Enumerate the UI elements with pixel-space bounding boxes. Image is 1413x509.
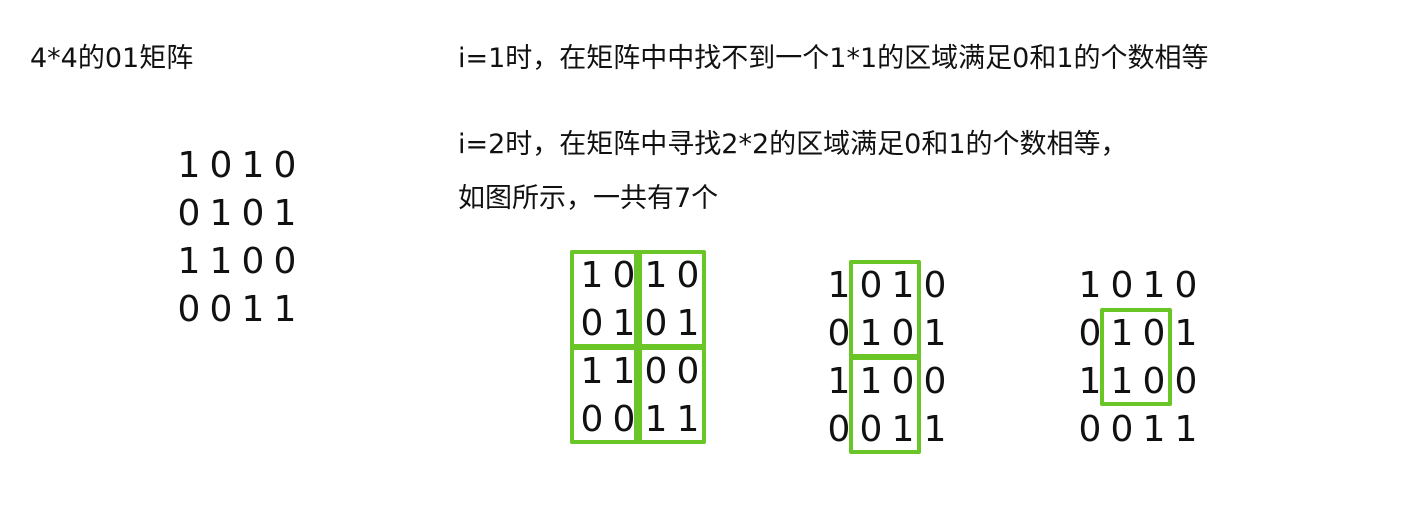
matrix-cell: 0 [859, 409, 883, 450]
matrix-cell: 0 [273, 241, 297, 282]
matrix-cell: 0 [827, 409, 851, 450]
highlight-box [634, 250, 706, 348]
matrix-cell: 1 [1142, 409, 1166, 450]
matrix-cell: 1 [923, 409, 947, 450]
highlight-box [849, 260, 921, 358]
matrix-cell: 0 [891, 361, 915, 402]
matrix-cell: 0 [1110, 265, 1134, 306]
matrix-cell: 1 [1174, 313, 1198, 354]
matrix-cell: 0 [612, 399, 636, 440]
matrix-cell: 0 [1174, 265, 1198, 306]
matrix-cell: 1 [1174, 409, 1198, 450]
matrix-cell: 0 [923, 361, 947, 402]
matrix-cell: 0 [1142, 361, 1166, 402]
matrix-cell: 1 [612, 303, 636, 344]
matrix-cell: 0 [1078, 409, 1102, 450]
matrix-cell: 1 [241, 289, 265, 330]
matrix-cell: 0 [241, 193, 265, 234]
matrix-cell: 0 [177, 289, 201, 330]
matrix-cell: 0 [580, 399, 604, 440]
matrix-cell: 0 [923, 265, 947, 306]
matrix-cell: 0 [827, 313, 851, 354]
caption-i2-line1: i=2时，在矩阵中寻找2*2的区域满足0和1的个数相等， [458, 129, 1128, 160]
matrix-cell: 1 [209, 241, 233, 282]
caption-i2-line2: 如图所示，一共有7个 [458, 183, 719, 214]
matrix-cell: 1 [676, 303, 700, 344]
matrix-cell: 0 [177, 193, 201, 234]
matrix-cell: 1 [1078, 361, 1102, 402]
matrix-cell: 1 [273, 289, 297, 330]
matrix-cell: 0 [580, 303, 604, 344]
matrix-cell: 1 [1110, 313, 1134, 354]
matrix-cell: 1 [177, 145, 201, 186]
matrix-cell: 1 [676, 399, 700, 440]
matrix-cell: 1 [644, 399, 668, 440]
matrix-cell: 1 [827, 265, 851, 306]
caption-i1: i=1时，在矩阵中中找不到一个1*1的区域满足0和1的个数相等 [458, 43, 1209, 74]
matrix-title: 4*4的01矩阵 [30, 43, 194, 74]
matrix-cell: 1 [891, 265, 915, 306]
matrix-cell: 1 [859, 313, 883, 354]
matrix-cell: 0 [1078, 313, 1102, 354]
highlight-box [570, 346, 642, 444]
matrix-cell: 0 [209, 145, 233, 186]
matrix-cell: 0 [859, 265, 883, 306]
matrix-cell: 1 [891, 409, 915, 450]
matrix-cell: 0 [1110, 409, 1134, 450]
matrix-cell: 0 [612, 255, 636, 296]
matrix-cell: 0 [209, 289, 233, 330]
matrix-cell: 0 [644, 351, 668, 392]
matrix-cell: 0 [273, 145, 297, 186]
matrix-cell: 0 [241, 241, 265, 282]
matrix-cell: 1 [859, 361, 883, 402]
matrix-cell: 0 [644, 303, 668, 344]
matrix-cell: 1 [644, 255, 668, 296]
matrix-cell: 0 [1142, 313, 1166, 354]
highlight-box [1100, 308, 1172, 406]
matrix-cell: 1 [209, 193, 233, 234]
matrix-cell: 0 [676, 255, 700, 296]
matrix-cell: 1 [1110, 361, 1134, 402]
matrix-cell: 1 [612, 351, 636, 392]
highlight-box [634, 346, 706, 444]
matrix-cell: 1 [827, 361, 851, 402]
highlight-box [849, 356, 921, 454]
matrix-cell: 1 [923, 313, 947, 354]
matrix-cell: 0 [891, 313, 915, 354]
matrix-cell: 1 [273, 193, 297, 234]
matrix-cell: 1 [580, 255, 604, 296]
matrix-cell: 1 [580, 351, 604, 392]
highlight-box [570, 250, 642, 348]
matrix-cell: 0 [676, 351, 700, 392]
matrix-cell: 1 [1142, 265, 1166, 306]
matrix-cell: 1 [241, 145, 265, 186]
matrix-cell: 1 [177, 241, 201, 282]
matrix-cell: 0 [1174, 361, 1198, 402]
matrix-cell: 1 [1078, 265, 1102, 306]
